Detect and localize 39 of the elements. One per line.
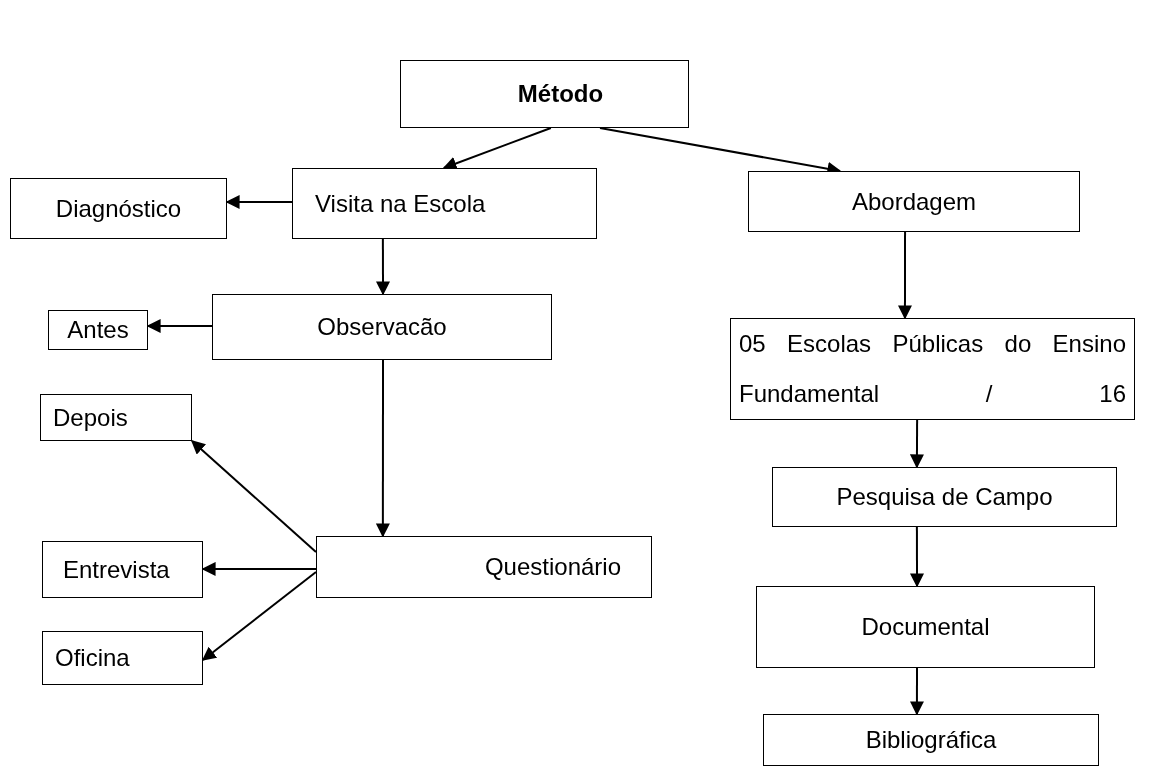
box-label: Oficina: [55, 643, 130, 673]
process-box: [292, 168, 597, 239]
process-box: [42, 631, 203, 685]
box-label: Método: [517, 79, 604, 109]
box-label: Observacão: [317, 312, 447, 342]
arrow: [909, 667, 924, 716]
process-box: [40, 394, 192, 441]
box-label: Depois: [53, 402, 128, 433]
process-box: [316, 536, 652, 598]
process-box: [772, 467, 1117, 527]
box-label: Antes: [67, 315, 129, 345]
arrow: [190, 440, 317, 553]
process-box: [42, 541, 203, 598]
arrow: [910, 526, 924, 588]
process-box: [756, 586, 1095, 668]
arrow: [909, 419, 924, 469]
process-box: [48, 310, 148, 350]
box-label: Questionário: [484, 552, 621, 582]
arrow: [897, 231, 912, 320]
arrow: [375, 359, 390, 538]
process-box: [10, 178, 227, 239]
process-box: [748, 171, 1080, 232]
box-label: 05 Escolas Públicas do Ensino Fundamental / 16: [739, 329, 1126, 409]
box-label: Pesquisa de Campo: [836, 482, 1053, 512]
box-label: Bibliográfica: [865, 725, 997, 755]
box-label: Diagnóstico: [55, 193, 182, 224]
arrow: [146, 319, 213, 333]
process-box: [730, 318, 1135, 420]
arrow: [225, 195, 293, 209]
arrow: [201, 561, 317, 576]
process-box: [400, 60, 689, 128]
process-box: [763, 714, 1099, 766]
box-label: Abordagem: [851, 186, 977, 217]
arrow: [376, 238, 390, 296]
box-label: Entrevista: [63, 554, 170, 585]
arrow: [201, 570, 317, 661]
process-box: [212, 294, 552, 360]
box-label: Documental: [861, 612, 990, 642]
box-label: Visita na Escola: [315, 188, 486, 219]
